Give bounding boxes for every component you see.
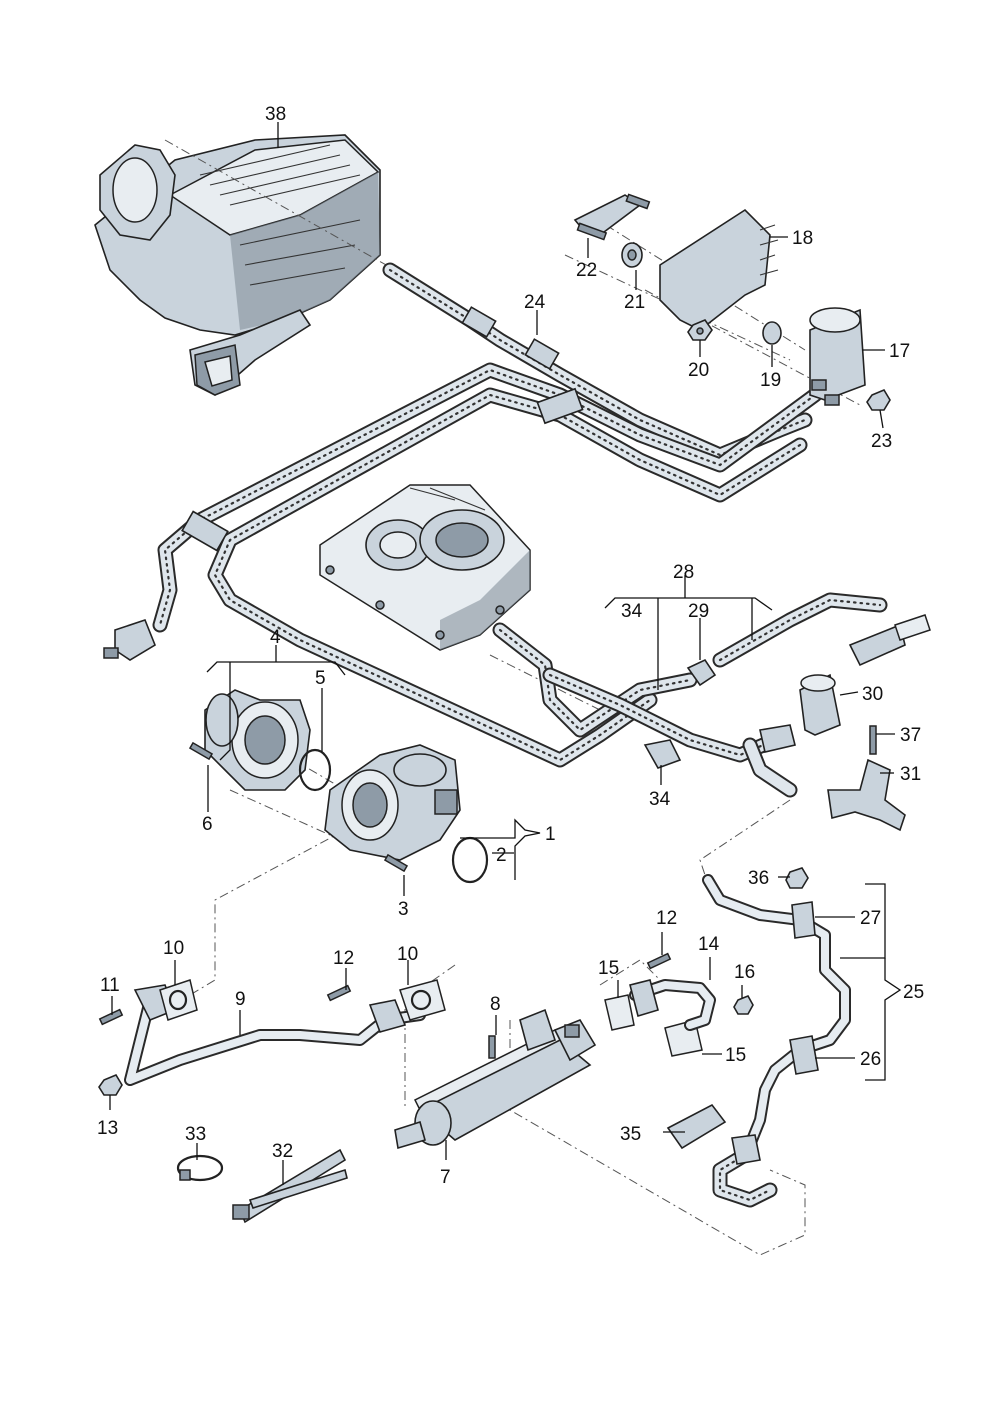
valve-29 [686,658,717,687]
pressure-converter-17 [809,307,866,406]
callout-27: 27 [860,908,881,929]
egr-pipe-14 [629,979,716,1031]
nut-23 [866,388,891,411]
callout-24: 24 [524,292,546,313]
callout-20: 20 [688,360,709,381]
bracket-18 [659,208,779,331]
callout-2: 2 [496,845,507,866]
callout-35: 35 [620,1124,641,1145]
callout-36: 36 [748,868,769,889]
connector-28 [848,614,931,667]
gasket-10-left [159,979,198,1021]
callout-12-left: 12 [333,948,354,969]
bolt-3 [383,853,409,873]
bolt-6 [188,741,214,761]
nut-16 [733,994,754,1015]
callout-31: 31 [900,764,921,785]
engine-head [319,484,531,651]
bolt-11 [98,1008,124,1026]
callout-3: 3 [398,899,409,920]
o-ring-5 [298,748,332,792]
bracket-31 [827,725,906,832]
heat-shield-35 [666,1103,727,1150]
hose-assembly-25 [702,874,851,1165]
callout-15-bottom: 15 [725,1045,746,1066]
callout-38: 38 [265,104,286,125]
callout-5: 5 [315,668,326,689]
callout-23: 23 [871,431,892,452]
callout-33: 33 [185,1124,206,1145]
callout-7: 7 [440,1167,451,1188]
egr-valve-1 [324,744,461,861]
callout-12-right: 12 [656,908,677,929]
callout-18: 18 [792,228,813,249]
callout-4: 4 [270,627,281,648]
callout-29: 29 [688,601,709,622]
connector-t [759,724,796,753]
leader-lines [109,122,902,1185]
air-filter-housing [94,134,381,396]
clip-34 [643,739,682,769]
gasket-10-right [399,979,446,1021]
callout-26: 26 [860,1049,881,1070]
callout-14: 14 [698,934,720,955]
callout-28: 28 [673,562,694,583]
check-valve-left [103,619,156,661]
callout-13: 13 [97,1118,118,1139]
nut-36 [785,867,809,889]
callout-11: 11 [100,975,120,996]
grommet-19 [762,321,782,345]
bolt-12-right [646,952,672,970]
callout-21: 21 [624,292,645,313]
nut-20 [687,319,713,341]
callout-30: 30 [862,684,883,705]
callout-17: 17 [889,341,910,362]
rubber-mount-21 [621,242,643,268]
callout-10-right: 10 [397,944,418,965]
hose-clamp-33 [176,1154,224,1182]
bracket-22 [573,193,651,241]
callout-6: 6 [202,814,213,835]
bolt-8 [488,1035,496,1059]
callout-labels: 38 18 22 21 24 17 20 19 23 28 34 29 4 5 … [97,104,924,1188]
callout-9: 9 [235,989,246,1010]
callout-22: 22 [576,260,597,281]
callout-25: 25 [903,982,924,1003]
callout-32: 32 [272,1141,293,1162]
callout-19: 19 [760,370,781,391]
callout-10-left: 10 [163,938,184,959]
bolt-12-left [326,984,352,1002]
o-ring-2 [451,836,489,884]
cable-tie-32 [232,1148,348,1224]
vacuum-hoses [152,262,888,1208]
throttle-body-4 [204,689,311,791]
callout-34-top: 34 [621,601,643,622]
callout-16: 16 [734,962,755,983]
callout-34-bottom: 34 [649,789,671,810]
callout-37: 37 [900,725,921,746]
nut-13 [98,1073,123,1096]
egr-cooler-7 [394,1008,597,1150]
solenoid-valve-30 [799,673,841,736]
callout-8: 8 [490,994,501,1015]
callout-15-top: 15 [598,958,619,979]
callout-1: 1 [545,824,556,845]
